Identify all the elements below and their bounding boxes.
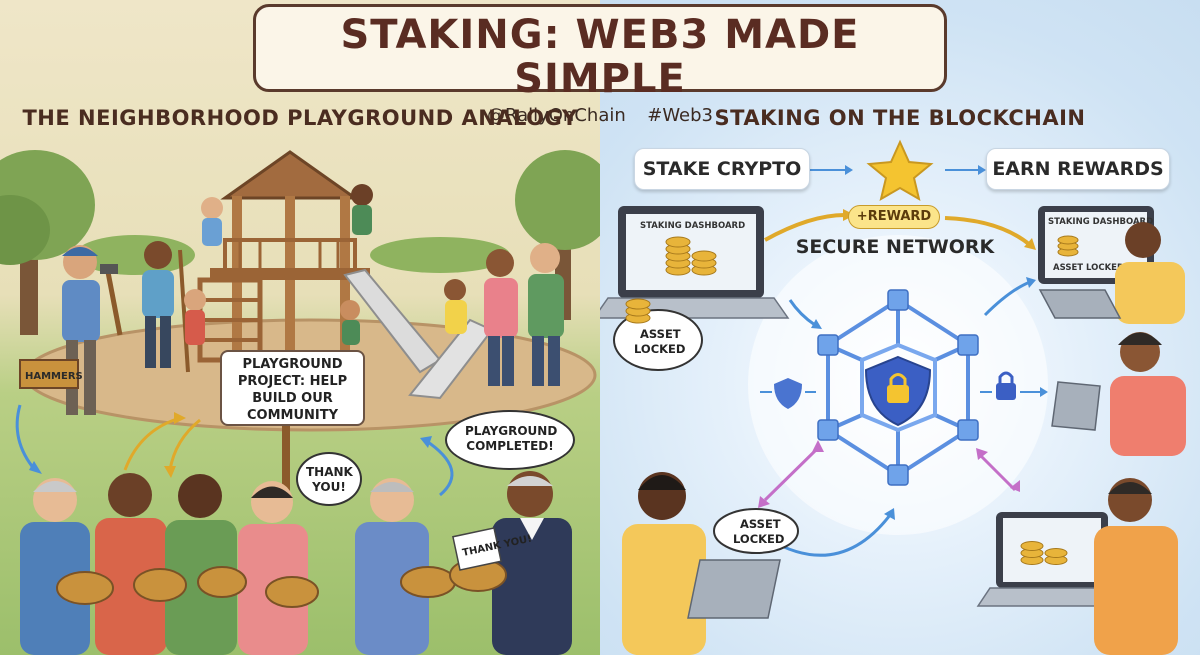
family-group [444, 243, 564, 386]
gift-basket-icon [400, 566, 456, 598]
stake-crypto-label: STAKE CRYPTO [634, 148, 810, 190]
dashboard-left: STAKING DASHBOARD [640, 221, 745, 231]
toolbox [19, 359, 79, 389]
play-structure [197, 150, 370, 366]
person-top-right [1038, 222, 1185, 324]
hashtag: #Web3 [647, 105, 714, 126]
worker-with-toolbox [19, 245, 123, 415]
coin-stack-icon [665, 236, 717, 276]
playground-completed-bubble: PLAYGROUND COMPLETED! [445, 410, 575, 470]
asset-locked-bubble-bottom [713, 508, 799, 554]
worker-with-rake [142, 241, 190, 373]
person-bottom-right [1094, 478, 1178, 655]
earn-rewards-label: EARN REWARDS [986, 148, 1170, 190]
gift-basket-icon [56, 571, 114, 605]
right-heading: STAKING ON THE BLOCKCHAIN [714, 106, 1086, 130]
playground-sign-text: PLAYGROUND PROJECT: HELP BUILD OUR COMMU… [237, 357, 348, 423]
person-middle-right [1051, 332, 1186, 456]
gift-basket-icon [133, 568, 187, 602]
shield-icon [774, 378, 802, 409]
shield-lock-icon [864, 355, 932, 427]
blockchain-illustration: STAKING DASHBOARD ASSET LOCKED STAKING D… [600, 139, 1186, 655]
title-subline: @RallyOnChain #Web3 [256, 103, 944, 129]
asset-locked-bubble-top [613, 309, 703, 371]
stake-crypto-text: STAKE CRYPTO [642, 158, 802, 180]
padlock-icon [996, 371, 1016, 400]
hammer-icon [105, 271, 123, 336]
sign-post [282, 420, 290, 495]
asset-locked-label-bottom: ASSET [740, 517, 781, 531]
community-group [20, 471, 572, 655]
author-handle: @RallyOnChain [486, 105, 626, 126]
asset-locked-label-top: ASSET [640, 327, 681, 341]
playground-illustration: HAMMERS [0, 150, 600, 655]
title-card: STAKING: WEB3 MADE SIMPLE @RallyOnChain … [253, 4, 947, 126]
secure-network-label: SECURE NETWORK [795, 236, 995, 258]
playground-sign: PLAYGROUND PROJECT: HELP BUILD OUR COMMU… [220, 350, 365, 426]
reward-tag: +REWARD [848, 205, 940, 229]
rake-icon [178, 249, 190, 373]
thank-you-bubble: THANK YOU! [296, 452, 362, 506]
person-bottom-left [622, 472, 781, 655]
toolbox-label: HAMMERS [25, 371, 83, 382]
gift-basket-icon [197, 566, 247, 598]
coin-stack-icon [625, 298, 651, 324]
gift-basket-icon [265, 576, 319, 608]
asset-locked-label-bottom-2: LOCKED [733, 532, 784, 546]
page-title: STAKING: WEB3 MADE SIMPLE [340, 12, 860, 102]
earn-rewards-text: EARN REWARDS [992, 158, 1164, 180]
star-icon [866, 139, 934, 202]
tree-left [0, 150, 95, 335]
left-heading: THE NEIGHBORHOOD PLAYGROUND ANALOGY [22, 106, 578, 130]
asset-locked-laptop: ASSET LOCKED [1053, 263, 1124, 273]
playground-completed-text: PLAYGROUND COMPLETED! [465, 424, 558, 453]
dashboard-right: STAKING DASHBOARD [1048, 217, 1153, 227]
thank-you-text: THANK YOU! [306, 465, 353, 494]
asset-locked-label-top-2: LOCKED [634, 342, 685, 356]
